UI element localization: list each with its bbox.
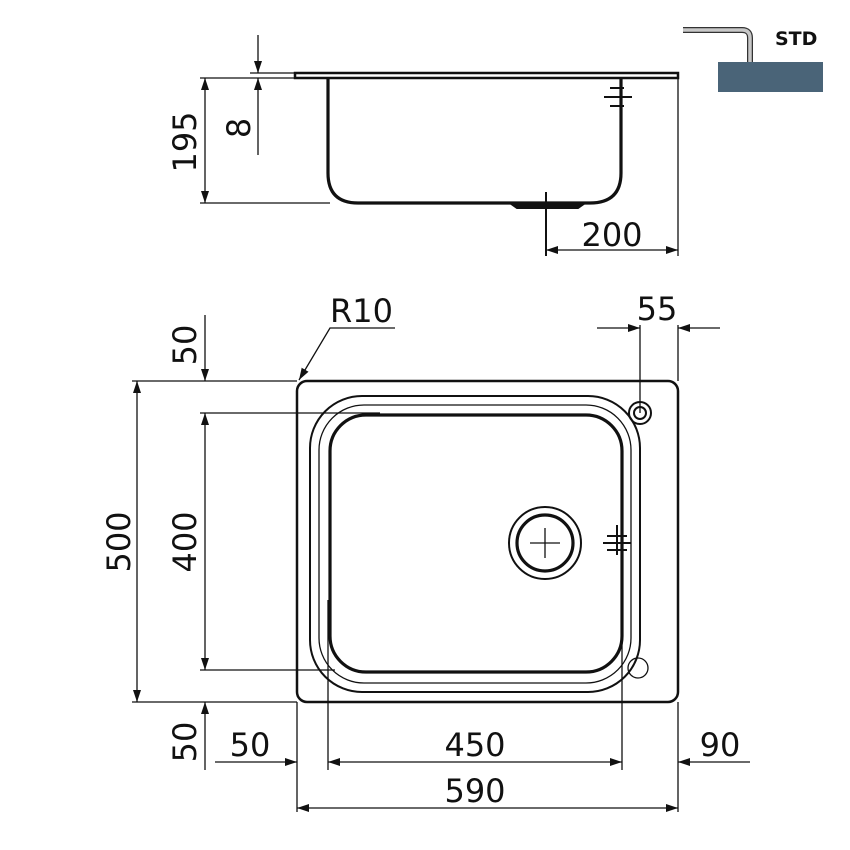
bowl-depth-dimension: 400 (166, 511, 204, 572)
side-view: 200 195 8 (166, 35, 680, 256)
std-label: STD (775, 28, 817, 50)
bowl-width-dimension: 450 (444, 726, 505, 764)
drain-offset-dimension: 200 (581, 216, 642, 254)
bottom-margin-dimension: 50 (166, 722, 204, 763)
overflow-icon (603, 525, 631, 555)
top-margin-dimension: 50 (166, 325, 204, 366)
countertop-icon (718, 62, 823, 92)
tap-hole-offset-dimension: 55 (637, 290, 678, 328)
overflow-icon (604, 87, 632, 107)
drain-profile (509, 202, 586, 209)
total-width-dimension: 590 (444, 772, 505, 810)
optional-hole-icon (627, 657, 649, 679)
bowl-profile (326, 79, 623, 205)
height-dimension: 195 (166, 111, 204, 172)
pipe-outline (683, 27, 753, 62)
left-margin-dimension: 50 (230, 726, 271, 764)
drain-icon (508, 506, 582, 580)
bowl-edge (318, 404, 632, 684)
total-depth-dimension: 500 (100, 511, 138, 572)
rim-profile (293, 71, 680, 80)
plan-view: R10 55 500 400 50 50 50 450 90 590 (100, 290, 750, 812)
corner-radius-label: R10 (330, 292, 393, 330)
sink-outline (295, 379, 680, 704)
pipe-icon (683, 28, 752, 62)
std-installation-icon: STD (683, 27, 823, 92)
right-margin-dimension: 90 (700, 726, 741, 764)
rim-thickness-dimension: 8 (220, 118, 258, 138)
bowl-outer-edge (309, 395, 641, 693)
bowl-inner (328, 413, 624, 674)
